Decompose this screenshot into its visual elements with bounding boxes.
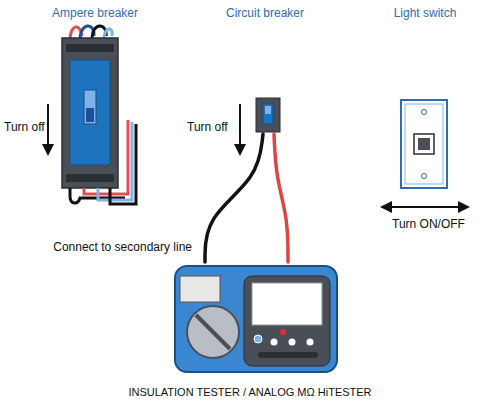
test-lead xyxy=(274,134,288,262)
part-heading: Ampere breaker xyxy=(52,6,138,20)
tester-box: INSULATION TESTER / ANALOG MΩ HiTESTER xyxy=(100,262,400,398)
turn-off-arrow xyxy=(234,104,246,156)
light-switch-box: Light switch xyxy=(355,6,495,196)
insulation-tester xyxy=(175,266,337,372)
part-heading: Circuit breaker xyxy=(226,6,304,20)
caption-text: INSULATION TESTER / ANALOG MΩ HiTESTER xyxy=(128,386,371,398)
action-label: Turn off xyxy=(4,120,45,134)
action-label: Turn ON/OFF xyxy=(392,217,465,231)
ampere-breaker-box: Ampere breaker xyxy=(35,6,155,201)
action-label: Turn off xyxy=(187,120,228,134)
wire-label: Connect to secondary line xyxy=(53,240,192,254)
part-heading: Light switch xyxy=(394,6,457,20)
ampere-breaker xyxy=(62,26,136,204)
test-lead xyxy=(205,134,263,262)
circuit-breaker-box: Circuit breaker xyxy=(205,6,325,134)
on-off-arrow xyxy=(380,201,470,213)
circuit-breaker xyxy=(256,98,280,132)
light-switch xyxy=(401,100,447,188)
